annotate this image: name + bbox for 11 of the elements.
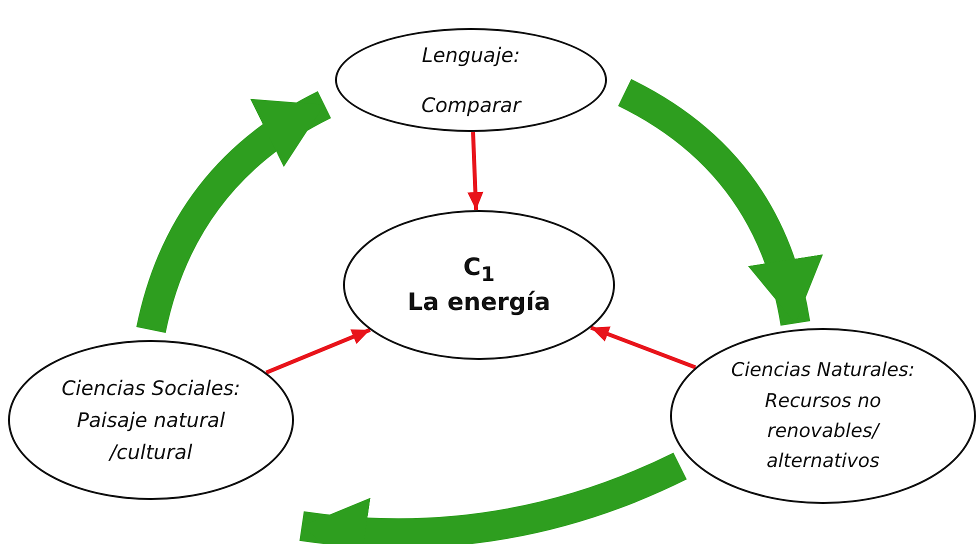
arrow bbox=[590, 326, 696, 370]
arrow bbox=[265, 328, 371, 374]
arrow bbox=[467, 132, 484, 210]
node-label: Ciencias Sociales: Paisaje natural /cultural bbox=[60, 375, 242, 466]
node-label: Lenguaje: bbox=[422, 42, 520, 69]
node-label: Comparar bbox=[421, 92, 521, 119]
node-label: Ciencias Naturales: Recursos no renovables/ alternativos bbox=[730, 358, 916, 474]
curved-arrow bbox=[136, 91, 332, 334]
node-label: La energía bbox=[408, 286, 550, 318]
curved-arrow bbox=[618, 79, 821, 326]
node-label: C$_{1}$ bbox=[463, 252, 495, 287]
